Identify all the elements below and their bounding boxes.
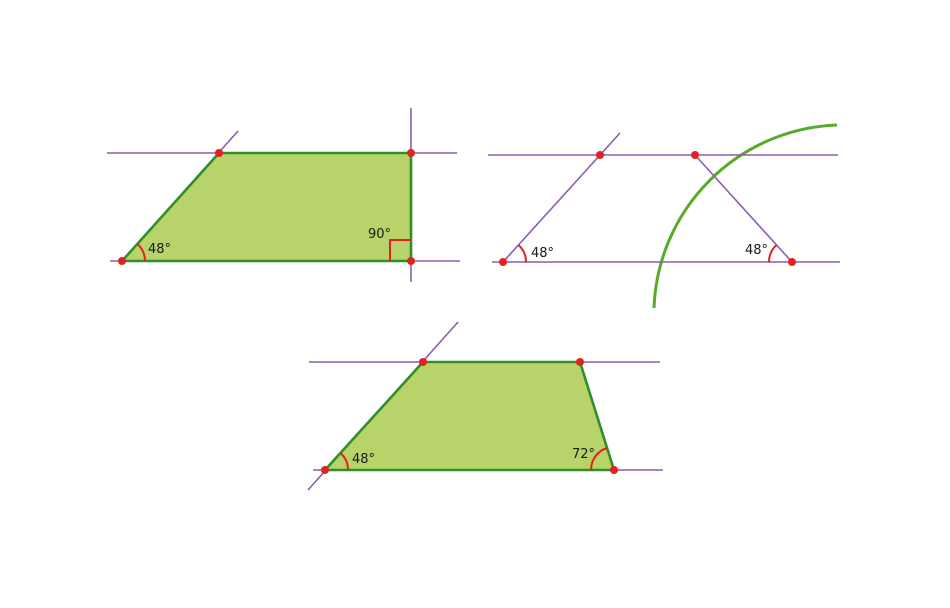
angle-arc-mark (517, 244, 527, 263)
vertex-point (596, 151, 604, 159)
vertex-point (576, 358, 584, 366)
figure-right-trapezoid: 48° 90° (107, 108, 460, 282)
vertex-point (118, 257, 126, 265)
vertex-point (321, 466, 329, 474)
angle-label-right: 72° (572, 447, 595, 462)
vertex-point (419, 358, 427, 366)
guide-line (694, 154, 793, 263)
vertex-point (407, 149, 415, 157)
angle-arc-mark (589, 447, 608, 471)
angle-arc-mark (768, 244, 778, 263)
angle-arc-mark (339, 452, 349, 471)
figure-trapezoid: 48° 72° (307, 321, 663, 491)
figure-construction: 48° 48° (488, 123, 840, 309)
angle-label-left: 48° (148, 242, 171, 257)
vertex-point (788, 258, 796, 266)
vertex-point (691, 151, 699, 159)
vertex-point (610, 466, 618, 474)
angle-label-left: 48° (531, 246, 554, 261)
vertex-point (407, 257, 415, 265)
right-angle-mark (389, 239, 411, 261)
angle-label-right: 90° (368, 227, 391, 242)
angle-label-right: 48° (745, 243, 768, 258)
angle-arc-mark (136, 243, 146, 262)
construction-arc (652, 123, 838, 309)
angle-label-left: 48° (352, 452, 375, 467)
vertex-point (499, 258, 507, 266)
vertex-point (215, 149, 223, 157)
